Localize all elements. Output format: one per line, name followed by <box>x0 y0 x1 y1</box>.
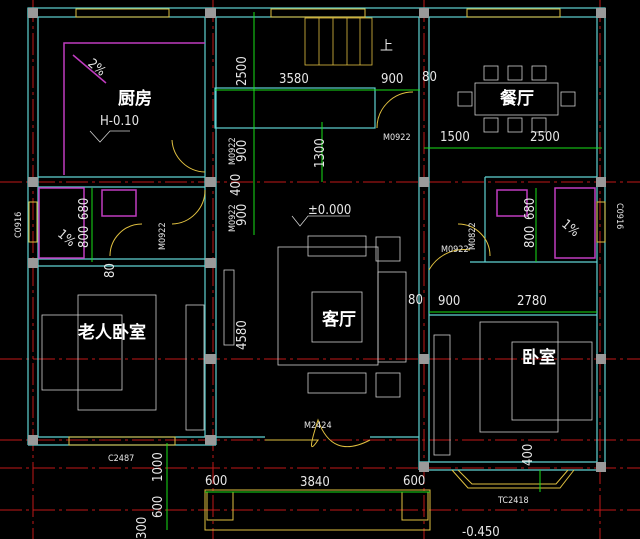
dim-2500-vertical: 2500 <box>235 56 250 86</box>
dim-680: 680 <box>523 198 538 220</box>
dim-900: 900 <box>438 294 460 309</box>
dim-300: 300 <box>135 517 150 539</box>
room-label-dining: 餐厅 <box>500 88 534 109</box>
floor-level: ±0.000 <box>308 203 351 218</box>
kitchen-level: H-0.10 <box>100 114 139 129</box>
dim-600: 600 <box>205 474 227 489</box>
window-tag-c0916: C0916 <box>614 203 624 229</box>
elder-bed <box>41 294 205 431</box>
dim-2500: 2500 <box>530 130 560 145</box>
stair <box>304 17 373 66</box>
room-label-elder-bedroom: 老人卧室 <box>77 322 146 343</box>
dim-800: 800 <box>77 226 92 248</box>
door-tag-m0922: M0922 <box>158 222 168 250</box>
window-tag-tc2418: TC2418 <box>497 496 529 506</box>
dim-600: 600 <box>403 474 425 489</box>
bath-left-slope: 1% <box>54 227 78 250</box>
door-tag-m0922: M0922 <box>383 133 411 143</box>
door-tag-m0922: M0922 <box>228 137 238 165</box>
dim-800: 800 <box>523 226 538 248</box>
room-label-kitchen: 厨房 <box>118 88 152 109</box>
dim-1000: 1000 <box>151 452 166 482</box>
bath-right-slope: 1% <box>558 217 582 240</box>
columns <box>28 8 606 472</box>
stair-up-label: 上 <box>380 39 393 54</box>
dim-1300: 1300 <box>313 138 328 168</box>
room-label-bedroom: 卧室 <box>522 347 556 368</box>
kitchen-slope: 2% <box>84 56 108 79</box>
dim-400: 400 <box>521 444 536 466</box>
door-tag-m2424: M2424 <box>304 421 332 431</box>
dim-1500: 1500 <box>440 130 470 145</box>
dim-3580: 3580 <box>279 72 309 87</box>
dim-3840: 3840 <box>300 475 330 490</box>
room-label-living: 客厅 <box>321 309 356 330</box>
bedroom-bed <box>433 321 593 456</box>
door-tag-m0922: M0922 <box>441 245 469 255</box>
wet-areas <box>38 42 596 259</box>
dim-900: 900 <box>381 72 403 87</box>
window-tag-c0916: C0916 <box>14 212 24 238</box>
dim-600: 600 <box>151 496 166 518</box>
window-tag-c2487: C2487 <box>108 454 134 464</box>
windows <box>28 8 606 531</box>
furniture <box>41 17 593 456</box>
dining-table <box>457 65 576 133</box>
dim-80: 80 <box>408 293 423 308</box>
dim-680: 680 <box>77 198 92 220</box>
outdoor-level: -0.450 <box>462 525 500 539</box>
door-tag-m0922: M0922 <box>228 204 238 232</box>
dimension-lines <box>91 12 602 530</box>
dim-400: 400 <box>229 174 244 196</box>
level-markers <box>89 130 350 227</box>
dim-900: 900 <box>235 204 250 226</box>
dim-4580: 4580 <box>235 320 250 350</box>
door-tag-m0822: M0822 <box>468 222 478 250</box>
dim-2780: 2780 <box>517 294 547 309</box>
dim-900: 900 <box>235 140 250 162</box>
dim-80: 80 <box>422 70 437 85</box>
sofa-set <box>223 235 407 398</box>
dim-80: 80 <box>103 263 118 278</box>
